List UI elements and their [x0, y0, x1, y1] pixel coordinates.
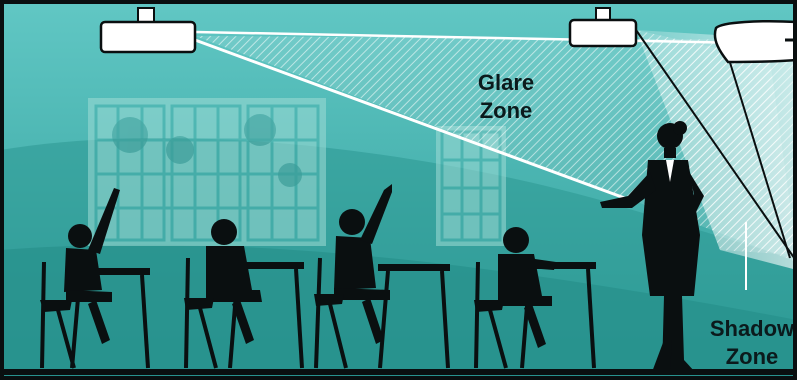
projector-mount-right [596, 8, 610, 20]
glare-zone-label-line1: Glare [478, 70, 534, 95]
projector-icon [101, 22, 195, 52]
glare-zone-label-line2: Zone [480, 98, 533, 123]
shadow-zone-label-line2: Zone [726, 344, 779, 369]
window-left [88, 98, 326, 246]
projector-mount-left [138, 8, 154, 22]
shadow-zone-label-line1: Shadow [710, 316, 795, 341]
projector-icon [570, 20, 636, 46]
screen-icon [715, 21, 797, 62]
